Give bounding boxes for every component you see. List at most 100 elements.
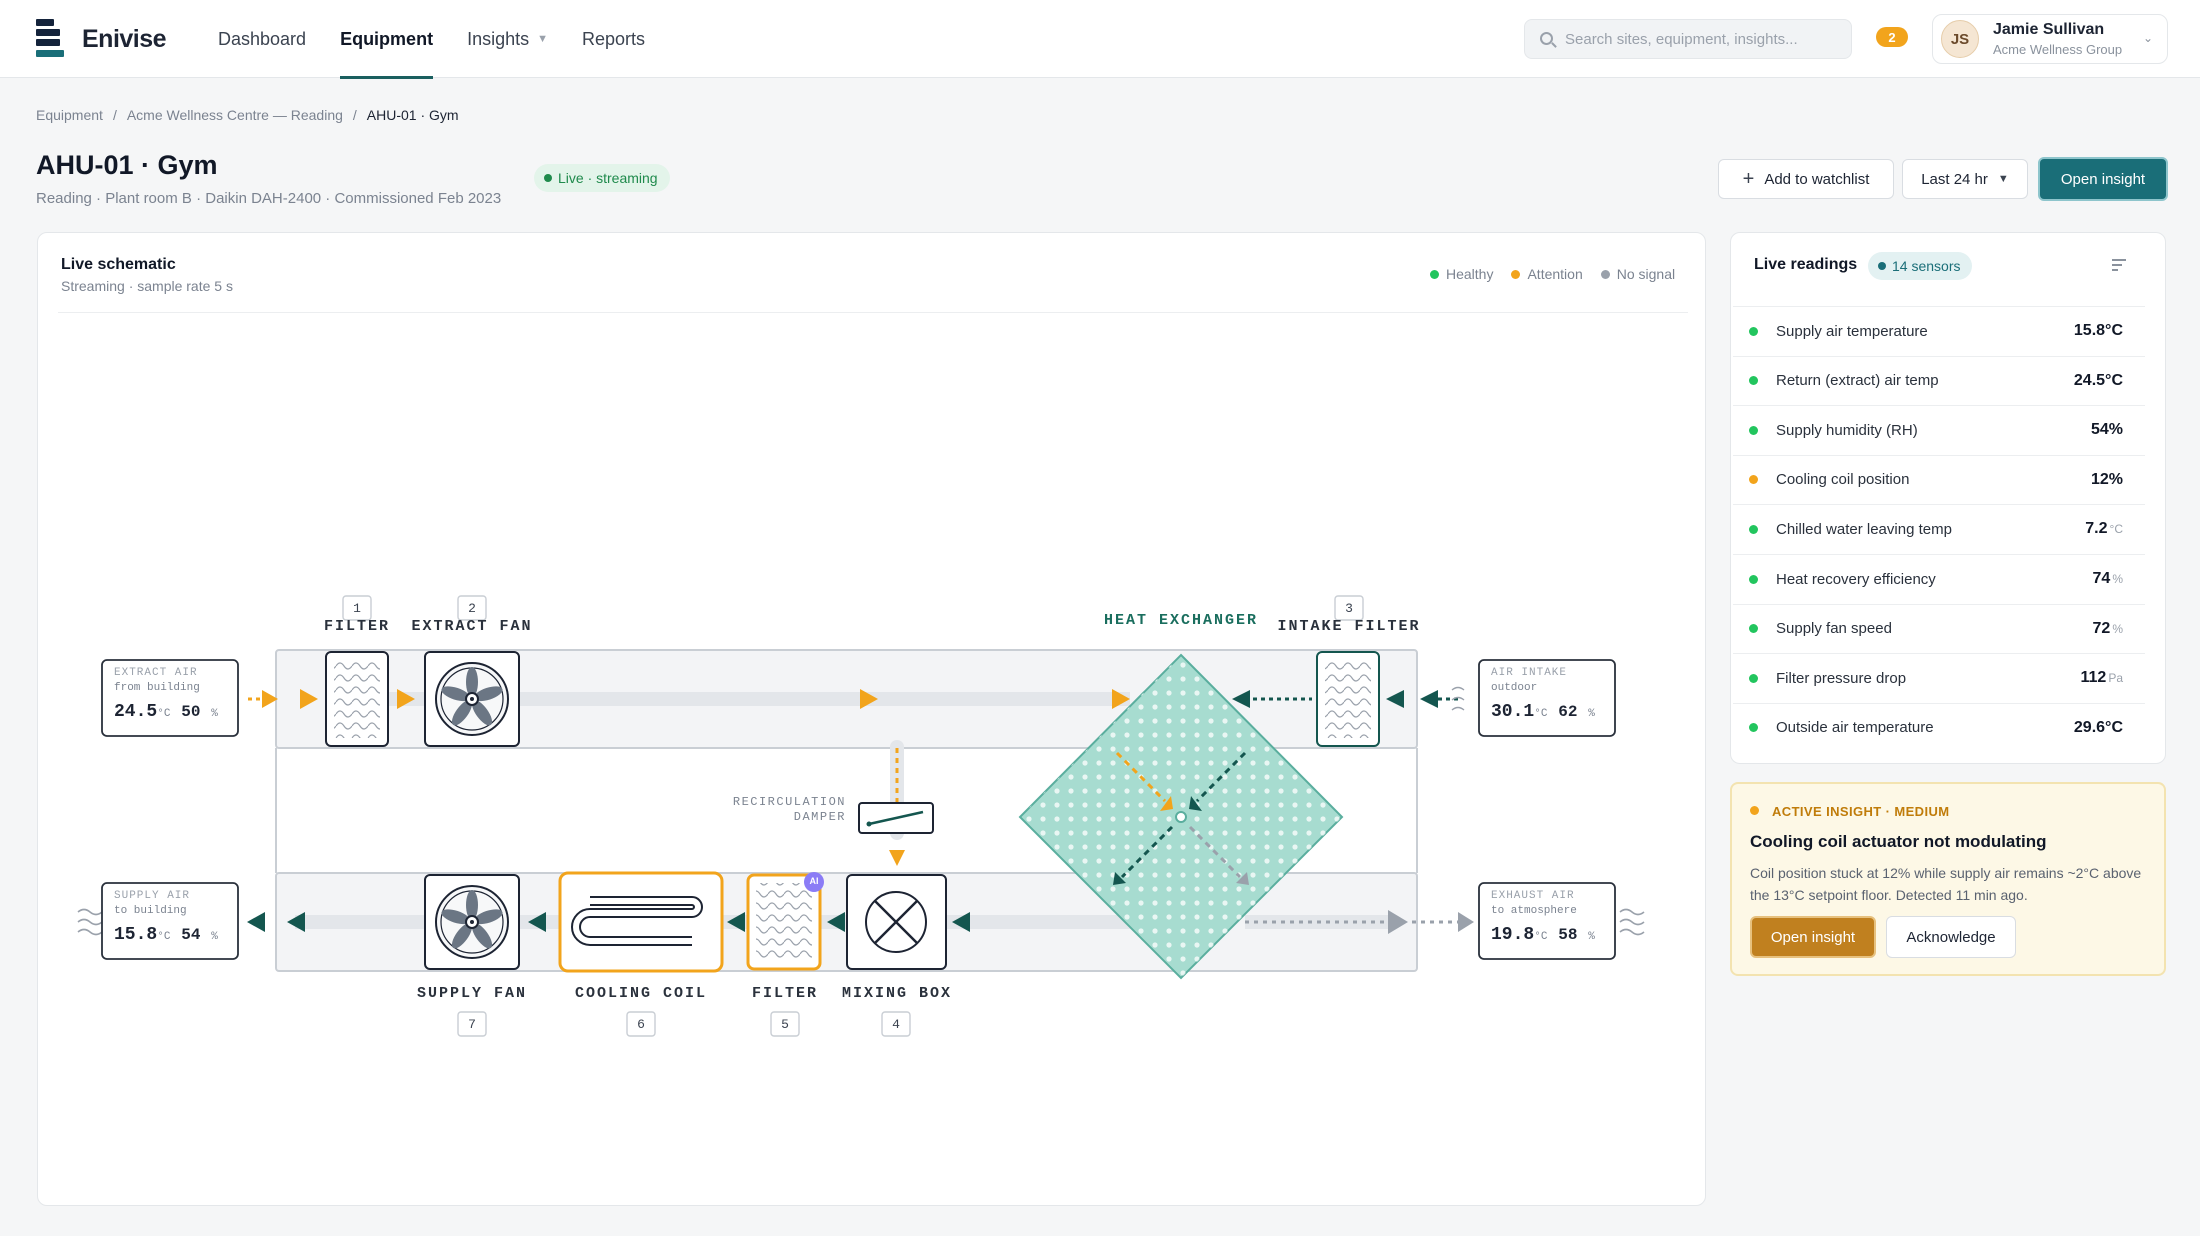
reading-row[interactable]: Cooling coil position 12% xyxy=(1733,454,2145,504)
insight-tag: ACTIVE INSIGHT · MEDIUM xyxy=(1749,804,1950,819)
ai-badge: AI xyxy=(809,876,819,886)
nav-equipment[interactable]: Equipment xyxy=(340,0,434,79)
reading-row[interactable]: Chilled water leaving temp 7.2°C xyxy=(1733,504,2145,553)
intake-filter-label: INTAKE FILTER xyxy=(1277,618,1421,635)
reading-value: 74% xyxy=(2092,570,2123,587)
component-number: 4 xyxy=(892,1017,900,1032)
status-dot-icon xyxy=(1749,475,1758,485)
recirc-label-line1: RECIRCULATION xyxy=(732,795,846,809)
reading-label: Cooling coil position xyxy=(1776,471,1910,489)
reading-label: Return (extract) air temp xyxy=(1776,372,1939,390)
logo-icon xyxy=(36,19,66,59)
user-org: Acme Wellness Group xyxy=(1993,42,2123,57)
component-number: 1 xyxy=(353,601,361,616)
supply-air-box[interactable] xyxy=(101,882,239,960)
breadcrumb-equipment[interactable]: Equipment xyxy=(36,107,103,123)
exhaust-air-box[interactable] xyxy=(1478,882,1616,960)
schematic-legend: Healthy Attention No signal xyxy=(1430,266,1675,282)
filter-icon[interactable] xyxy=(2112,259,2126,271)
nav-insights-label: Insights xyxy=(467,28,530,49)
reading-label: Chilled water leaving temp xyxy=(1776,520,1952,538)
air-intake-subtitle: outdoor xyxy=(1491,682,1538,694)
notification-badge[interactable]: 2 xyxy=(1876,27,1908,47)
component-number: 7 xyxy=(468,1017,476,1032)
avatar: JS xyxy=(1941,20,1979,58)
status-dot-icon xyxy=(1749,574,1758,584)
no-signal-dot-icon xyxy=(1600,269,1610,279)
air-intake-values: 30.1°C 62 % xyxy=(1491,702,1595,722)
open-insight-button[interactable]: Open insight xyxy=(2038,157,2168,201)
reading-row[interactable]: Outside air temperature 29.6°C xyxy=(1733,702,2145,752)
reading-row[interactable]: Heat recovery efficiency 74% xyxy=(1733,554,2145,603)
reading-row[interactable]: Supply air temperature 15.8°C xyxy=(1733,306,2145,355)
schematic-divider xyxy=(58,312,1688,313)
air-intake-title: AIR INTAKE xyxy=(1491,667,1568,679)
legend-attention: Attention xyxy=(1511,266,1583,282)
acknowledge-button[interactable]: Acknowledge xyxy=(1886,916,2016,958)
chevron-down-icon: ⌄ xyxy=(2142,31,2153,45)
top-bar: Enivise Dashboard Equipment Insights▼ Re… xyxy=(0,0,2200,79)
extract-air-values: 24.5°C 50 % xyxy=(114,702,218,722)
component-number: 5 xyxy=(781,1017,789,1032)
reading-label: Supply humidity (RH) xyxy=(1776,421,1918,439)
live-readings-title: Live readings xyxy=(1754,256,1858,273)
recirculation-damper-label: RECIRCULATION DAMPER xyxy=(716,795,846,825)
search-input[interactable]: Search sites, equipment, insights... xyxy=(1524,19,1852,59)
sensor-count-badge: 14 sensors xyxy=(1868,252,1973,280)
reading-value: 29.6°C xyxy=(2073,718,2123,736)
status-dot-icon xyxy=(1749,673,1758,683)
app-logo[interactable]: Enivise xyxy=(36,18,186,60)
exhaust-air-subtitle: to atmosphere xyxy=(1491,905,1577,917)
cooling-coil[interactable] xyxy=(558,871,724,973)
extract-air-box[interactable] xyxy=(101,659,239,737)
fan-icon xyxy=(441,667,503,726)
reading-value: 7.2°C xyxy=(2085,520,2123,538)
component-number: 6 xyxy=(637,1017,645,1032)
add-to-watchlist-label: Add to watchlist xyxy=(1764,170,1870,188)
insight-open-button[interactable]: Open insight xyxy=(1750,916,1876,958)
supply-fan-label: SUPPLY FAN xyxy=(416,985,527,1002)
nav-reports-label: Reports xyxy=(582,28,646,49)
reading-row[interactable]: Supply humidity (RH)54% xyxy=(1733,405,2145,454)
add-to-watchlist-button[interactable]: + Add to watchlist xyxy=(1718,159,1894,199)
search-icon xyxy=(1540,32,1553,45)
reading-value: 12% xyxy=(2090,470,2123,488)
mixing-box-label: MIXING BOX xyxy=(841,985,952,1002)
breadcrumb-current: AHU-01 · Gym xyxy=(366,107,459,123)
page-subtitle: Reading · Plant room B · Daikin DAH-2400… xyxy=(36,190,502,207)
time-range-label: Last 24 hr xyxy=(1921,170,1988,188)
page-title: AHU-01 · Gym xyxy=(36,150,218,180)
reading-label: Supply air temperature xyxy=(1776,322,1928,340)
extract-fan-label: EXTRACT FAN xyxy=(411,618,533,635)
recirc-label-line2: DAMPER xyxy=(793,810,846,824)
status-dot-icon xyxy=(1749,326,1758,336)
supply-air-title: SUPPLY AIR xyxy=(114,890,191,902)
cooling-coil-label: COOLING COIL xyxy=(574,985,708,1002)
nav-insights[interactable]: Insights▼ xyxy=(467,0,548,78)
user-menu[interactable]: JS Jamie Sullivan Acme Wellness Group ⌄ xyxy=(1932,14,2168,64)
status-badge: Live · streaming xyxy=(534,164,670,192)
reading-label: Outside air temperature xyxy=(1776,719,1934,737)
legend-no-signal: No signal xyxy=(1600,266,1675,282)
time-range-select[interactable]: Last 24 hr ▼ xyxy=(1902,159,2028,199)
breadcrumb-separator: / xyxy=(352,107,357,123)
active-insight-card: ACTIVE INSIGHT · MEDIUM Cooling coil act… xyxy=(1730,782,2166,976)
filter-label: FILTER xyxy=(323,618,390,635)
breadcrumb-site[interactable]: Acme Wellness Centre — Reading xyxy=(126,107,343,123)
status-dot-icon xyxy=(1749,723,1758,733)
reading-value: 15.8°C xyxy=(2073,322,2123,339)
nav-reports[interactable]: Reports xyxy=(582,0,645,78)
nav-dashboard[interactable]: Dashboard xyxy=(218,0,306,78)
status-dot-icon xyxy=(1749,624,1758,634)
exhaust-air-values: 19.8°C 58 % xyxy=(1491,925,1595,945)
air-intake-box[interactable] xyxy=(1478,659,1616,737)
reading-label: Filter pressure drop xyxy=(1776,669,1907,687)
reading-label: Heat recovery efficiency xyxy=(1776,570,1936,588)
live-readings-panel xyxy=(1730,232,2166,764)
insight-title: Cooling coil actuator not modulating xyxy=(1750,832,2047,851)
